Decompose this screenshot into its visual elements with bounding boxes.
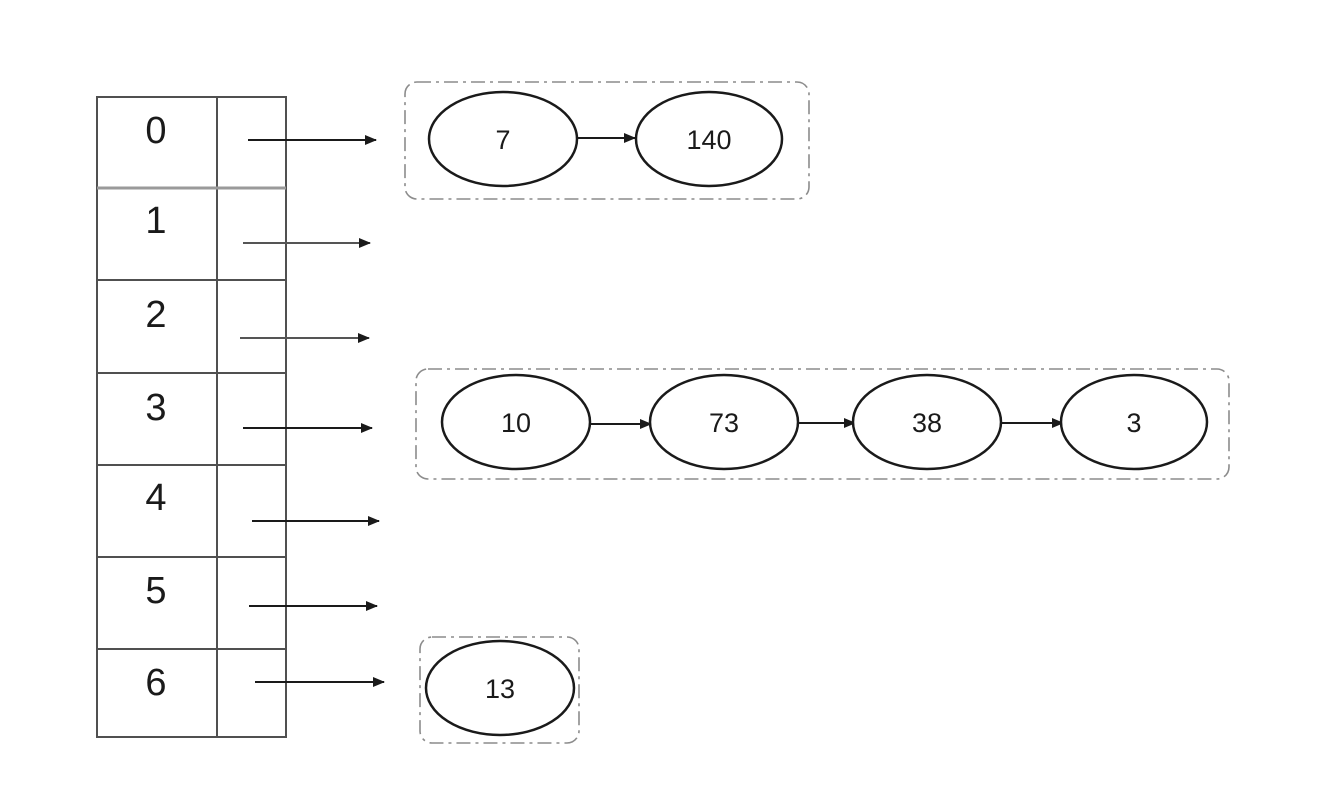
node-value: 38 — [912, 408, 942, 438]
bucket-index-2: 2 — [145, 294, 166, 336]
chain-group-box — [404, 81, 810, 200]
chain-bucket-6: 13 — [419, 636, 580, 744]
hash-table: 0 1 2 3 4 5 6 — [96, 96, 287, 738]
node-value: 3 — [1126, 408, 1141, 438]
node-ellipse — [1059, 373, 1209, 471]
chain-group-box — [419, 636, 580, 744]
node-ellipse — [424, 639, 576, 737]
node-value: 13 — [485, 674, 515, 704]
node-value: 73 — [709, 408, 739, 438]
table-border — [96, 96, 287, 738]
bucket-pointers — [240, 135, 385, 687]
bucket-index-0: 0 — [145, 110, 166, 152]
node-ellipse — [440, 373, 592, 471]
node-value: 10 — [501, 408, 531, 438]
bucket-index-4: 4 — [145, 477, 166, 519]
chain-bucket-0: 7 140 — [404, 81, 810, 200]
bucket-index-3: 3 — [145, 387, 166, 429]
node-ellipse — [634, 90, 784, 188]
node-value: 7 — [495, 125, 510, 155]
bucket-index-1: 1 — [145, 200, 166, 242]
bucket-index-6: 6 — [145, 662, 166, 704]
chain-group-box — [415, 368, 1230, 480]
bucket-index-5: 5 — [145, 570, 166, 612]
chain-bucket-3: 10 73 38 3 — [415, 368, 1230, 480]
node-value: 140 — [686, 125, 731, 155]
